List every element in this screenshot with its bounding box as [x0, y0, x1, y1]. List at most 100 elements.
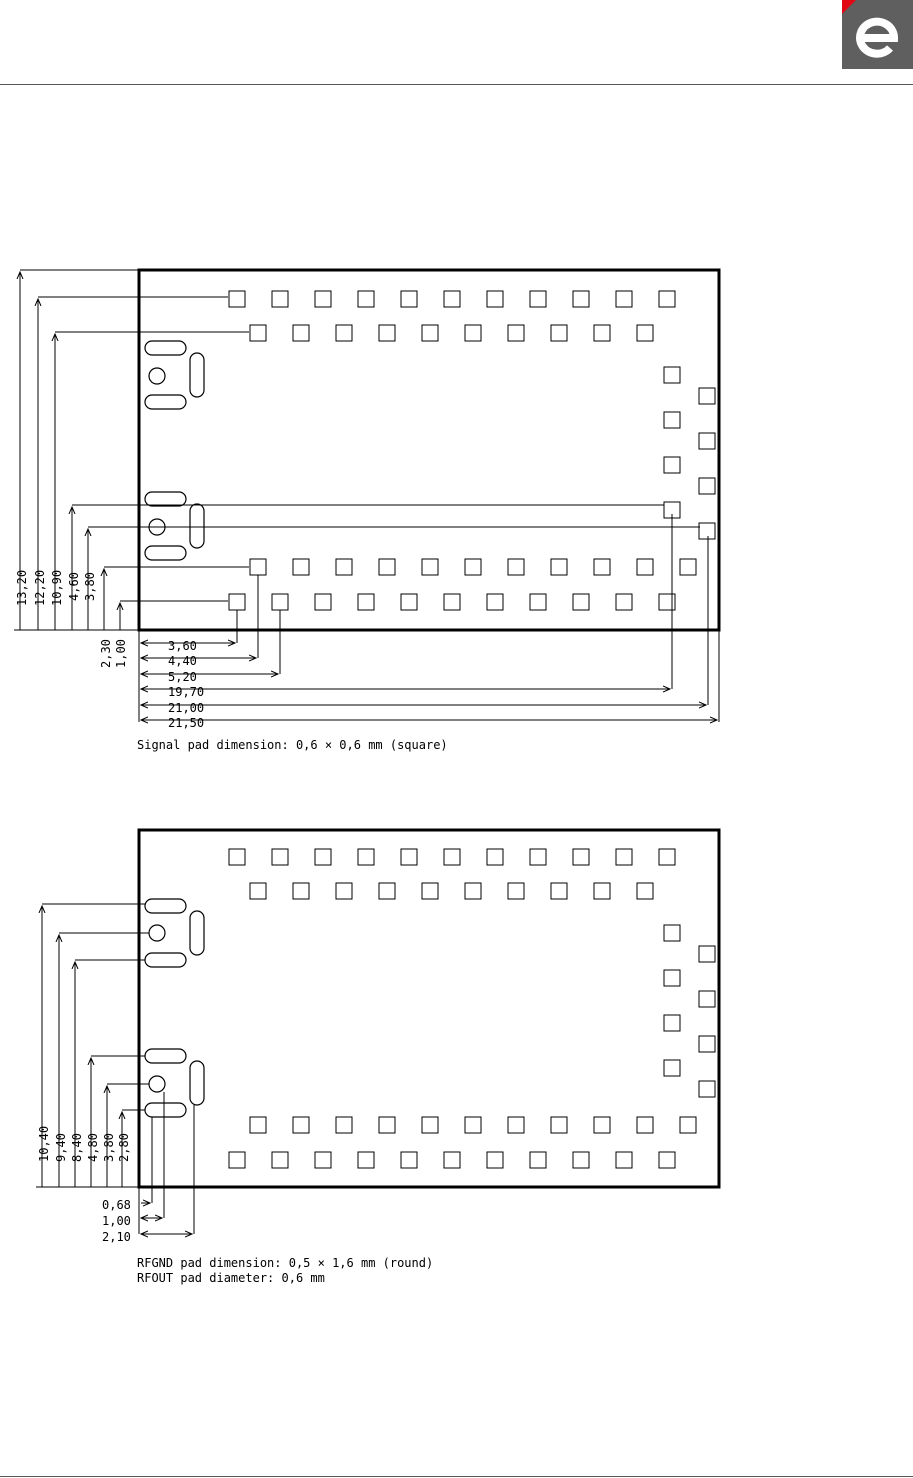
dim-3-80-b: 3,80 — [102, 1133, 116, 1162]
signal-pad — [422, 1117, 438, 1133]
dim-12-20: 12,20 — [33, 570, 47, 606]
module-outline — [139, 270, 719, 630]
signal-pad — [508, 325, 524, 341]
signal-pad — [379, 1117, 395, 1133]
vertical-dimensions — [14, 270, 700, 630]
signal-pad — [422, 325, 438, 341]
signal-pad — [594, 883, 610, 899]
signal-pad — [594, 559, 610, 575]
dim-3-80: 3,80 — [83, 572, 97, 601]
signal-pad — [594, 325, 610, 341]
signal-pad — [379, 325, 395, 341]
signal-pad — [272, 291, 288, 307]
signal-pad — [551, 325, 567, 341]
rfout-pad-note: RFOUT pad diameter: 0,6 mm — [137, 1271, 325, 1285]
dim-10-40: 10,40 — [37, 1126, 51, 1162]
signal-pad — [465, 559, 481, 575]
figure2-footprint — [36, 830, 719, 1234]
signal-pad — [315, 1152, 331, 1168]
signal-pad — [508, 559, 524, 575]
signal-pad — [659, 1152, 675, 1168]
signal-pad — [508, 883, 524, 899]
signal-pad — [272, 1152, 288, 1168]
dim-2-10: 2,10 — [102, 1230, 131, 1244]
dim-19-70: 19,70 — [168, 685, 204, 699]
dim-13-20: 13,20 — [15, 570, 29, 606]
signal-pad — [422, 883, 438, 899]
signal-pad — [664, 457, 680, 473]
signal-pad — [616, 1152, 632, 1168]
signal-pad — [573, 849, 589, 865]
signal-pad — [465, 1117, 481, 1133]
signal-pad — [487, 594, 503, 610]
signal-pad — [616, 291, 632, 307]
signal-pad — [699, 1081, 715, 1097]
signal-pad — [358, 1152, 374, 1168]
signal-pad — [551, 883, 567, 899]
signal-pad — [573, 594, 589, 610]
dim-8-40: 8,40 — [70, 1133, 84, 1162]
signal-pad — [637, 325, 653, 341]
signal-pad — [293, 1117, 309, 1133]
signal-pad — [293, 325, 309, 341]
signal-pad — [659, 291, 675, 307]
dim-4-40: 4,40 — [168, 654, 197, 668]
signal-pad — [551, 559, 567, 575]
signal-pad — [315, 291, 331, 307]
figure2-labels: 10,40 9,40 8,40 4,80 3,80 2,80 0,68 1,00… — [37, 1126, 131, 1244]
signal-pad — [664, 367, 680, 383]
signal-pad — [379, 559, 395, 575]
signal-pad — [229, 291, 245, 307]
signal-pad — [487, 291, 503, 307]
signal-pad — [699, 478, 715, 494]
dim-1-00-b: 1,00 — [102, 1214, 131, 1228]
horizontal-dimensions — [139, 514, 719, 722]
signal-pad — [229, 849, 245, 865]
signal-pad — [336, 883, 352, 899]
signal-pad — [616, 849, 632, 865]
signal-pad-note: Signal pad dimension: 0,6 × 0,6 mm (squa… — [137, 738, 448, 752]
rf-pads-bottom-2 — [145, 1049, 204, 1117]
dim-4-60: 4,60 — [67, 572, 81, 601]
signal-pad — [293, 883, 309, 899]
signal-pad — [336, 325, 352, 341]
dim-3-60: 3,60 — [168, 639, 197, 653]
signal-pad — [659, 849, 675, 865]
signal-pad — [250, 325, 266, 341]
signal-pad — [444, 594, 460, 610]
signal-pad — [336, 1117, 352, 1133]
signal-pad — [487, 1152, 503, 1168]
signal-pad — [293, 559, 309, 575]
rfgnd-pad-note: RFGND pad dimension: 0,5 × 1,6 mm (round… — [137, 1256, 433, 1270]
signal-pad — [616, 594, 632, 610]
signal-pad — [508, 1117, 524, 1133]
signal-pad — [699, 946, 715, 962]
signal-pad — [336, 559, 352, 575]
dim-9-40: 9,40 — [54, 1133, 68, 1162]
signal-pad — [664, 1015, 680, 1031]
signal-pad — [530, 849, 546, 865]
signal-pad — [444, 1152, 460, 1168]
signal-pad — [229, 594, 245, 610]
signal-pad — [573, 291, 589, 307]
signal-pad — [465, 325, 481, 341]
signal-pad — [637, 559, 653, 575]
signal-pad — [664, 412, 680, 428]
signal-pad — [401, 849, 417, 865]
dim-2-80: 2,80 — [117, 1133, 131, 1162]
signal-pad — [465, 883, 481, 899]
signal-pad — [551, 1117, 567, 1133]
rf-pads-top — [145, 341, 204, 409]
dim-2-30: 2,30 — [99, 639, 113, 668]
signal-pad — [250, 559, 266, 575]
signal-pad — [250, 883, 266, 899]
signal-pad — [530, 291, 546, 307]
signal-pad — [594, 1117, 610, 1133]
signal-pad — [358, 849, 374, 865]
signal-pad — [699, 523, 715, 539]
signal-pad — [401, 1152, 417, 1168]
signal-pad — [401, 594, 417, 610]
signal-pad — [250, 1117, 266, 1133]
dim-21-50: 21,50 — [168, 716, 204, 730]
signal-pad — [530, 594, 546, 610]
